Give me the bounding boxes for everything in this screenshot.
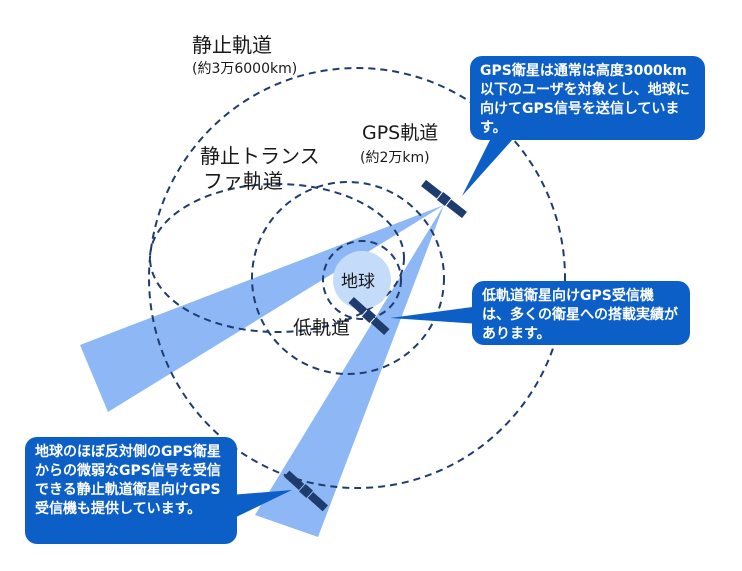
gps-signal-beam-lower xyxy=(255,205,444,537)
geo-orbit xyxy=(148,67,566,489)
leo-callout-pointer xyxy=(390,306,480,324)
leo-satellite-icon xyxy=(348,296,390,336)
geo-callout-pointer xyxy=(230,490,292,520)
geo-orbit-altitude: (約3万6000km) xyxy=(192,61,297,77)
earth-label: 地球 xyxy=(341,272,375,292)
gps-satellite-icon xyxy=(421,179,467,219)
gto-label-line2: ファ軌道 xyxy=(203,169,283,193)
gto-label-line1: 静止トランス xyxy=(200,144,320,168)
gps-orbit-label: GPS軌道 xyxy=(362,122,438,144)
geo-receiver-callout: 地球のほぼ反対側のGPS衛星からの微弱なGPS信号を受信できる静止軌道衛星向けG… xyxy=(25,437,237,544)
earth xyxy=(333,251,391,309)
leo-orbit xyxy=(322,240,402,320)
gps-orbit xyxy=(251,181,445,375)
gps-satellite-callout: GPS衛星は通常は高度3000km以下のユーザを対象とし、地球に向けてGPS信号… xyxy=(470,56,705,140)
geo-orbit-label: 静止軌道 xyxy=(192,33,272,57)
gps-orbit-altitude: (約2万km) xyxy=(360,150,430,166)
leo-label: 低軌道 xyxy=(293,317,350,339)
gto-orbit xyxy=(149,183,405,333)
leo-receiver-callout: 低軌道衛星向けGPS受信機は、多くの衛星への搭載実績があります。 xyxy=(472,281,690,345)
geo-satellite-icon xyxy=(284,470,328,512)
